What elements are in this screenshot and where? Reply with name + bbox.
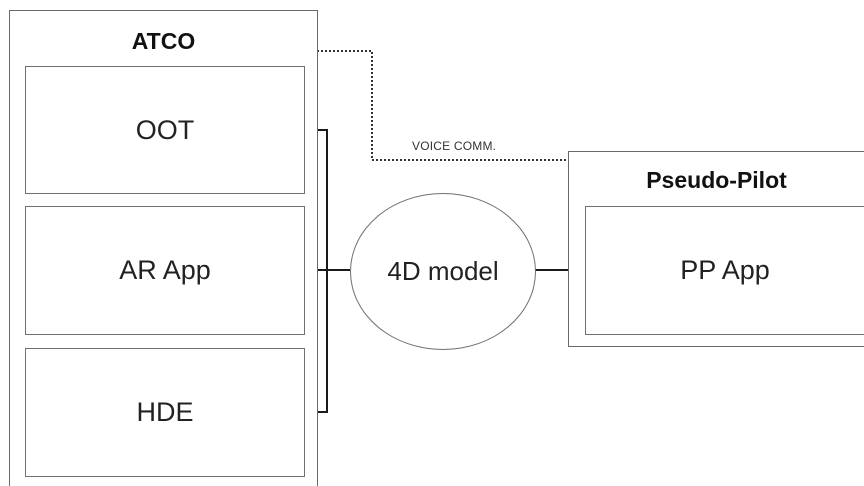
4d-model-node: 4D model <box>350 193 536 350</box>
oot-component: OOT <box>25 66 305 194</box>
pp-app-component: PP App <box>585 206 864 335</box>
ar-app-label: AR App <box>119 255 211 285</box>
ar-app-component: AR App <box>25 206 305 335</box>
atco-title: ATCO <box>131 28 196 54</box>
pp-app-label: PP App <box>680 255 770 285</box>
pseudo-pilot-title: Pseudo-Pilot <box>646 167 787 193</box>
hde-component: HDE <box>25 348 305 477</box>
hde-label: HDE <box>136 397 194 427</box>
oot-label: OOT <box>135 114 195 145</box>
4d-model-label: 4D model <box>387 256 499 286</box>
voice-comm-line <box>317 50 568 161</box>
voice-comm-label: VOICE COMM. <box>412 139 497 153</box>
